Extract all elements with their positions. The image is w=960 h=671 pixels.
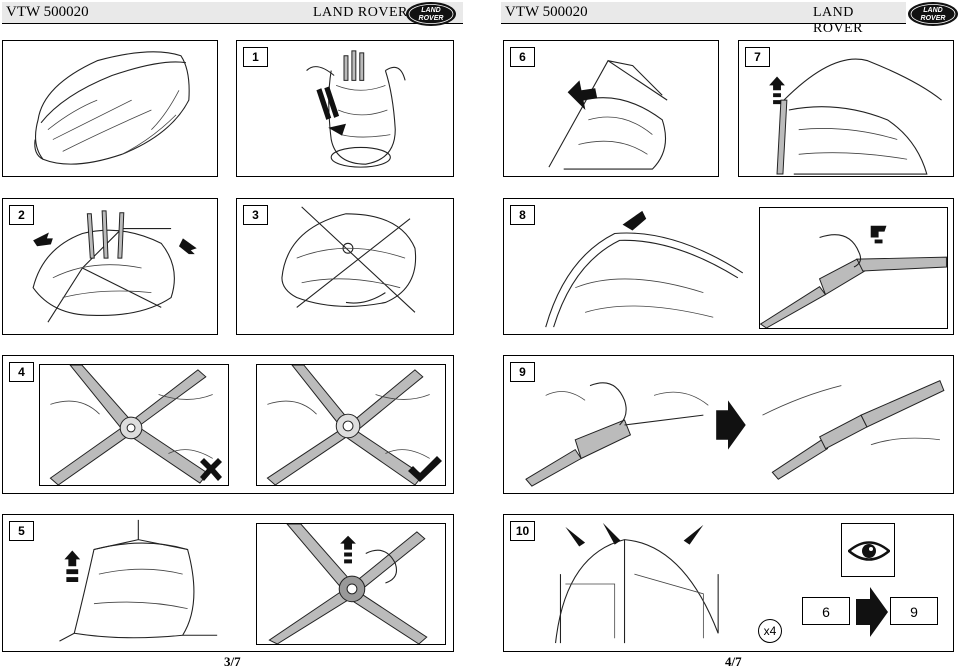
- step-number-8: 8: [510, 205, 535, 225]
- svg-text:LAND: LAND: [923, 7, 942, 14]
- step-number-10: 10: [510, 521, 535, 541]
- step-8-connector-detail: [759, 207, 948, 329]
- wrong-cross-icon: [200, 458, 222, 481]
- left-brand-name: LAND ROVER: [313, 5, 408, 20]
- panel-step-5: 5: [2, 514, 454, 652]
- step-10-tent-illustration: [555, 522, 719, 644]
- repeat-to-step-box: 9: [890, 597, 938, 625]
- step-8-illustration: [545, 210, 744, 328]
- step-number-2: 2: [9, 205, 34, 225]
- step-number-4: 4: [9, 362, 34, 382]
- eye-reference-box: [841, 523, 895, 577]
- step-4-correct-detail: [256, 364, 446, 486]
- svg-text:LAND: LAND: [421, 7, 440, 14]
- step-1-illustration: [306, 50, 406, 168]
- right-land-rover-logo-icon: LAND ROVER: [908, 2, 958, 26]
- repeat-arrow-icon: [856, 587, 888, 637]
- left-land-rover-logo-icon: LAND ROVER: [406, 2, 456, 26]
- right-brand-name: LAND ROVER: [813, 5, 863, 36]
- step-number-9: 9: [510, 362, 535, 382]
- panel-step-7: 7: [738, 40, 954, 177]
- repeat-from-step-box: 6: [802, 597, 850, 625]
- panel-step-6: 6: [503, 40, 719, 177]
- left-page-number: 3/7: [224, 654, 241, 669]
- step-number-7: 7: [745, 47, 770, 67]
- step-number-6: 6: [510, 47, 535, 67]
- panel-step-1: 1: [236, 40, 454, 177]
- panel-step-4: 4: [2, 355, 454, 494]
- svg-text:ROVER: ROVER: [419, 15, 444, 22]
- step-5-hub-detail: [256, 523, 446, 645]
- panel-step-2: 2: [2, 198, 218, 335]
- step-number-3: 3: [243, 205, 268, 225]
- step-3-illustration: [281, 206, 417, 313]
- svg-text:ROVER: ROVER: [921, 15, 946, 22]
- panel-packed-tent: [2, 40, 218, 177]
- step-6-illustration: [548, 59, 668, 170]
- step-2-illustration: [32, 210, 197, 323]
- step-7-illustration: [769, 58, 942, 175]
- left-page-header: VTW 500020 LAND ROVER: [2, 2, 463, 24]
- panel-step-3: 3: [236, 198, 454, 335]
- correct-check-icon: [408, 456, 442, 482]
- step-4-wrong-detail: [39, 364, 229, 486]
- step-number-1: 1: [243, 47, 268, 67]
- step-number-5: 5: [9, 521, 34, 541]
- packed-tent-bag-illustration: [34, 51, 190, 165]
- eye-icon: [848, 541, 890, 561]
- step-5-illustration: [59, 519, 218, 642]
- panel-step-10: 10 x4 6 9: [503, 514, 954, 652]
- left-document-code: VTW 500020: [6, 4, 89, 20]
- panel-step-9: 9: [503, 355, 954, 494]
- step-9-illustration: [525, 379, 945, 487]
- right-page-number: 4/7: [725, 654, 742, 669]
- panel-step-8: 8: [503, 198, 954, 335]
- right-page-header: VTW 500020 LAND ROVER: [501, 2, 906, 36]
- quantity-multiplier: x4: [758, 619, 782, 643]
- right-document-code: VTW 500020: [505, 4, 588, 20]
